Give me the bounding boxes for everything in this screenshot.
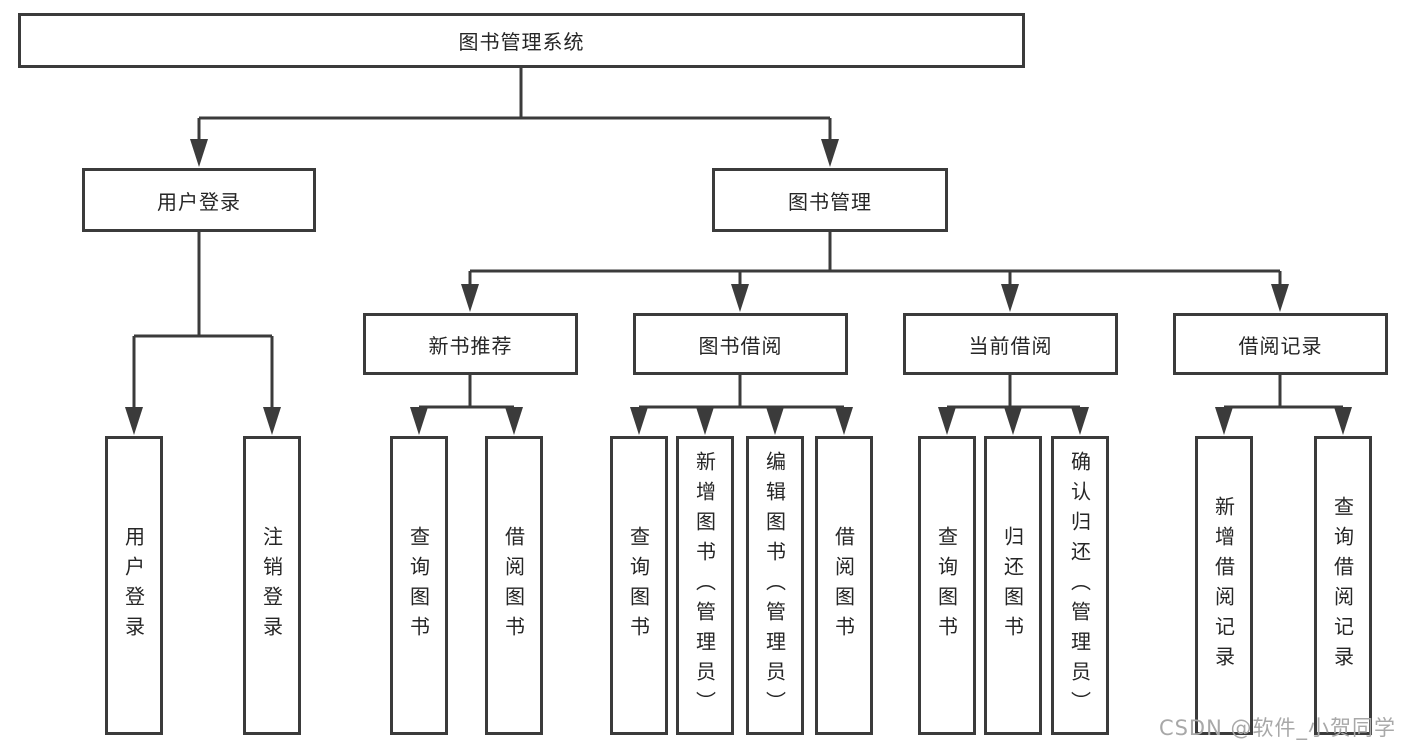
node-root-system: 图书管理系统 (18, 13, 1025, 68)
arrowhead (125, 407, 143, 435)
connector-book-mgmt-children (468, 232, 1282, 291)
leaf-query-book-borrowing: 查询图书 (610, 436, 668, 735)
arrowhead (1071, 407, 1089, 435)
arrowhead (835, 407, 853, 435)
node-book-management: 图书管理 (712, 168, 948, 232)
connector-book-borrow-children (637, 375, 846, 415)
leaf-confirm-return-admin: 确认归还（管理员） (1051, 436, 1109, 735)
node-user-login: 用户登录 (82, 168, 316, 232)
arrowhead (410, 407, 428, 435)
arrowhead (190, 139, 208, 167)
arrowhead (1334, 407, 1352, 435)
arrowhead (821, 139, 839, 167)
leaf-query-book-recommend: 查询图书 (390, 436, 448, 735)
node-new-book-recommend: 新书推荐 (363, 313, 578, 375)
leaf-add-borrow-record: 新增借阅记录 (1195, 436, 1253, 735)
arrowhead (505, 407, 523, 435)
arrowhead (1271, 284, 1289, 312)
leaf-return-book: 归还图书 (984, 436, 1042, 735)
leaf-borrow-book-borrowing: 借阅图书 (815, 436, 873, 735)
connector-root-to-level2 (197, 66, 832, 145)
leaf-user-login: 用户登录 (105, 436, 163, 735)
node-book-borrowing: 图书借阅 (633, 313, 848, 375)
node-current-borrowing: 当前借阅 (903, 313, 1118, 375)
node-borrowing-records: 借阅记录 (1173, 313, 1388, 375)
leaf-add-book-admin: 新增图书（管理员） (676, 436, 734, 735)
arrowhead (630, 407, 648, 435)
arrowhead (263, 407, 281, 435)
leaf-query-book-current: 查询图书 (918, 436, 976, 735)
arrowhead (731, 284, 749, 312)
arrowhead (1004, 407, 1022, 435)
arrowhead (1001, 284, 1019, 312)
arrowhead (938, 407, 956, 435)
arrowhead (1215, 407, 1233, 435)
arrowhead (696, 407, 714, 435)
csdn-watermark: CSDN @软件_小贺同学 (1158, 716, 1396, 740)
connector-user-login-children (132, 232, 274, 414)
arrowheads (125, 139, 1352, 435)
leaf-edit-book-admin: 编辑图书（管理员） (746, 436, 804, 735)
leaf-query-borrow-record: 查询借阅记录 (1314, 436, 1372, 735)
connector-new-book-children (417, 375, 516, 415)
arrowhead (461, 284, 479, 312)
leaf-borrow-book-recommend: 借阅图书 (485, 436, 543, 735)
connector-borrow-record-children (1222, 375, 1345, 415)
leaf-logout: 注销登录 (243, 436, 301, 735)
arrowhead (766, 407, 784, 435)
